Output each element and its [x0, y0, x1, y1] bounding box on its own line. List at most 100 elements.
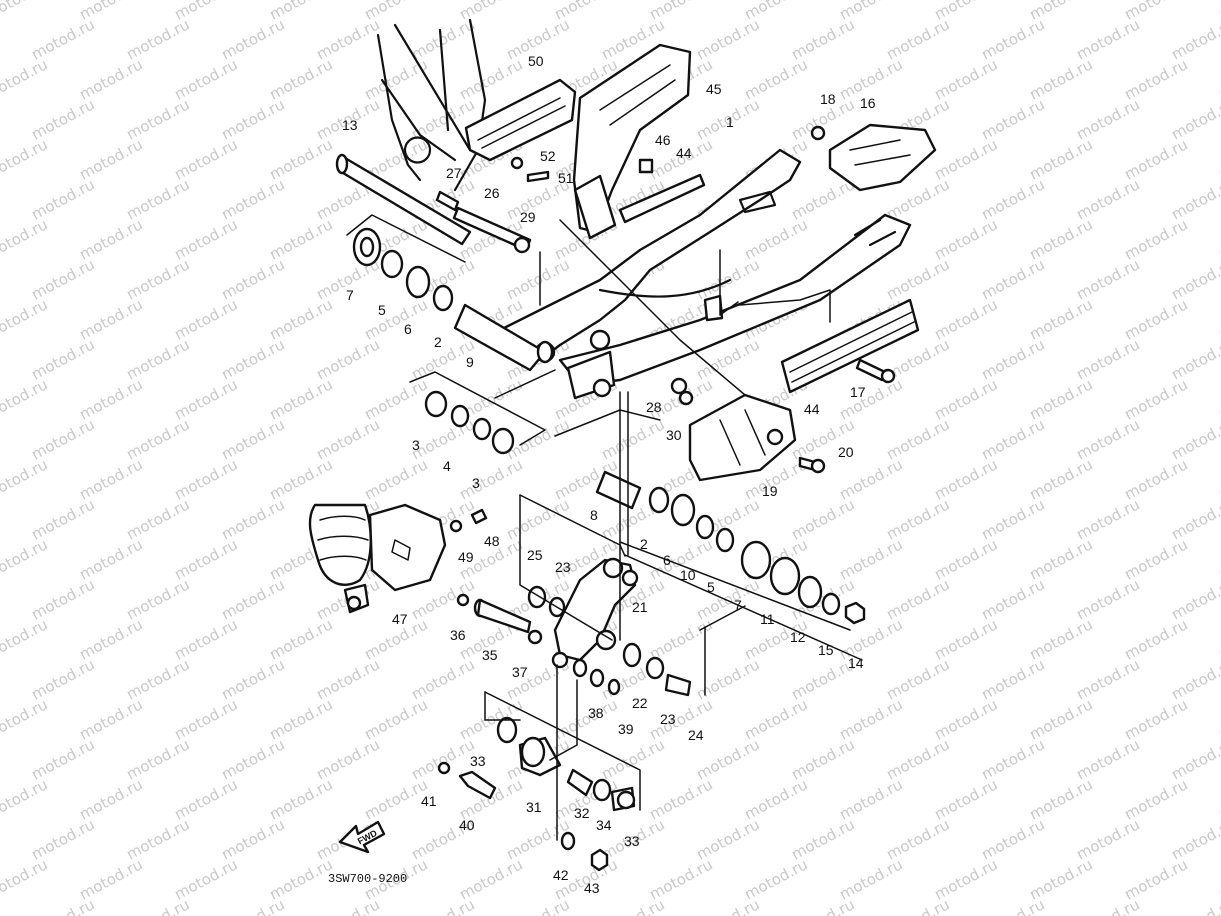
part-label-42: 42	[553, 867, 569, 883]
watermark-text: motod.ru	[1216, 295, 1221, 343]
part-label-23b: 23	[660, 711, 676, 727]
part-label-45: 45	[706, 81, 722, 97]
watermark-text: motod.ru	[0, 55, 51, 103]
watermark-text: motod.ru	[0, 575, 3, 623]
part-label-6a: 6	[404, 321, 412, 337]
part-label-7b: 7	[734, 597, 742, 613]
watermark-text: motod.ru	[1168, 815, 1221, 863]
part-label-8: 8	[590, 507, 598, 523]
watermark-text: motod.ru	[0, 655, 3, 703]
part-label-38: 38	[588, 705, 604, 721]
watermark-text: motod.ru	[1216, 615, 1221, 663]
watermark-text: motod.ru	[0, 135, 51, 183]
part-label-12: 12	[790, 629, 806, 645]
watermark-text: motod.ru	[1216, 55, 1221, 103]
bolt-17	[855, 358, 896, 384]
part-label-33a: 33	[470, 753, 486, 769]
watermark-text: motod.ru	[1216, 535, 1221, 583]
watermark-text: motod.ru	[1168, 15, 1221, 63]
watermark-text: motod.ru	[1168, 495, 1221, 543]
bushing-set-3-4	[424, 390, 515, 455]
part-label-24: 24	[688, 727, 704, 743]
part-label-43: 43	[584, 880, 600, 896]
part-label-33b: 33	[624, 833, 640, 849]
part-label-20: 20	[838, 444, 854, 460]
part-label-26: 26	[484, 185, 500, 201]
part-label-17: 17	[850, 384, 866, 400]
watermark-text: motod.ru	[1168, 255, 1221, 303]
watermark-text: motod.ru	[0, 255, 3, 303]
watermark-text: motod.ru	[0, 615, 51, 663]
part-label-44b: 44	[804, 401, 820, 417]
chain-guard-parts	[464, 43, 706, 240]
watermark-text: motod.ru	[0, 215, 51, 263]
watermark-text: motod.ru	[1168, 895, 1221, 916]
relay-bolt	[456, 593, 543, 645]
watermark-text: motod.ru	[0, 175, 3, 223]
watermark-text: motod.ru	[1216, 135, 1221, 183]
connecting-rod-set	[437, 716, 636, 872]
part-label-1: 1	[726, 114, 734, 130]
watermark-text: motod.ru	[0, 295, 51, 343]
part-label-30: 30	[666, 427, 682, 443]
part-labels: 1 2 2 3 3 4 5 5 6 6 7 7 8 9 10 11 12 13 …	[342, 53, 876, 896]
relay-arm	[527, 557, 692, 697]
part-label-51: 51	[558, 170, 574, 186]
part-label-2a: 2	[434, 334, 442, 350]
watermark-text: motod.ru	[503, 895, 572, 916]
part-label-9: 9	[466, 354, 474, 370]
part-label-44a: 44	[676, 145, 692, 161]
watermark-text: motod.ru	[0, 695, 51, 743]
watermark-text: motod.ru	[1168, 415, 1221, 463]
watermark-text: motod.ru	[0, 0, 51, 24]
watermark-text: motod.ru	[0, 775, 51, 823]
part-label-2b: 2	[640, 536, 648, 552]
watermark-text: motod.ru	[28, 895, 97, 916]
watermark-text: motod.ru	[0, 895, 3, 916]
part-label-29: 29	[520, 209, 536, 225]
part-label-52: 52	[540, 148, 556, 164]
watermark-text: motod.ru	[1216, 375, 1221, 423]
part-label-34: 34	[596, 817, 612, 833]
part-label-25: 25	[527, 547, 543, 563]
diagram-code: 3SW700-9200	[328, 872, 407, 886]
part-label-27: 27	[446, 165, 462, 181]
part-label-16: 16	[860, 95, 876, 111]
watermark-text: motod.ru	[1168, 335, 1221, 383]
part-label-5a: 5	[378, 302, 386, 318]
watermark-text: motod.ru	[1216, 455, 1221, 503]
watermark-text: motod.ru	[1168, 735, 1221, 783]
part-label-3a: 3	[412, 437, 420, 453]
part-label-6b: 6	[663, 552, 671, 568]
part-label-15: 15	[818, 642, 834, 658]
part-label-37: 37	[512, 664, 528, 680]
watermark-text: motod.ru	[0, 415, 3, 463]
watermark-text: motod.ru	[1168, 575, 1221, 623]
part-label-5b: 5	[707, 579, 715, 595]
pivot-shaft	[335, 153, 472, 246]
watermark-text: motod.ru	[218, 895, 287, 916]
swingarm	[498, 148, 912, 400]
part-label-13: 13	[342, 117, 358, 133]
part-label-32: 32	[574, 805, 590, 821]
shock-guard	[368, 503, 488, 592]
part-label-50: 50	[528, 53, 544, 69]
part-label-23a: 23	[555, 559, 571, 575]
watermark-text: motod.ru	[1073, 895, 1142, 916]
watermark-text: motod.ru	[978, 895, 1047, 916]
part-label-7a: 7	[346, 287, 354, 303]
part-label-36: 36	[450, 627, 466, 643]
watermark-text: motod.ru	[1216, 775, 1221, 823]
watermark-text: motod.ru	[598, 895, 667, 916]
watermark-text: motod.ru	[0, 535, 51, 583]
part-label-4: 4	[443, 458, 451, 474]
part-label-22: 22	[632, 695, 648, 711]
chain-slider	[780, 298, 920, 394]
watermark-text: motod.ru	[1168, 95, 1221, 143]
part-label-21: 21	[632, 599, 648, 615]
watermark-text: motod.ru	[1168, 175, 1221, 223]
part-label-40: 40	[459, 817, 475, 833]
part-label-39: 39	[618, 721, 634, 737]
adjuster-bolts	[435, 190, 532, 254]
